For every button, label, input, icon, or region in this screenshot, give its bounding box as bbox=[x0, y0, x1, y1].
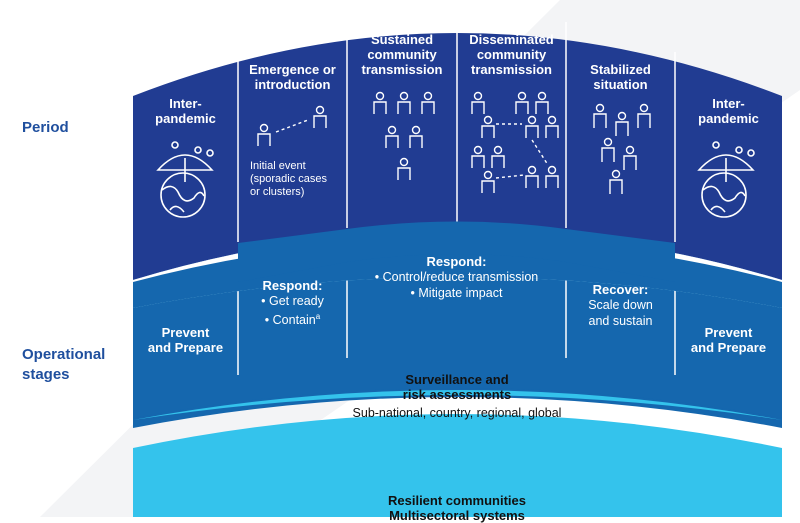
period-stabilized: Stabilized situation bbox=[590, 62, 651, 92]
stage-recover: Recover: Scale down and sustain bbox=[588, 282, 653, 328]
period-dividers bbox=[237, 12, 676, 242]
surveillance-label: Surveillance and risk assessments Sub-na… bbox=[352, 372, 562, 420]
sustained-person-icons bbox=[373, 91, 435, 180]
disseminated-person-icons bbox=[471, 91, 559, 193]
period-disseminated: Disseminated community transmission bbox=[469, 32, 554, 77]
period-inter-pandemic-left: Inter- pandemic bbox=[155, 96, 216, 126]
emergence-note: Initial event (sporadic cases or cluster… bbox=[250, 160, 328, 198]
stage-prevent-right: Prevent and Prepare bbox=[690, 325, 767, 355]
resilient-arc bbox=[133, 414, 782, 517]
operational-stages-side-label: Operational stages bbox=[22, 346, 106, 383]
period-inter-pandemic-right: Inter- pandemic bbox=[698, 96, 759, 126]
globe-umbrella-icon-left bbox=[156, 141, 214, 218]
resilient-label: Resilient communities Multisectoral syst… bbox=[388, 493, 526, 523]
stabilized-person-icons bbox=[593, 103, 651, 194]
operational-band bbox=[133, 277, 782, 420]
period-emergence: Emergence or introduction bbox=[249, 62, 336, 92]
period-sustained: Sustained community transmission bbox=[361, 32, 443, 77]
stage-prevent-left: Prevent and Prepare bbox=[147, 325, 224, 355]
emergence-person-icons bbox=[257, 105, 327, 146]
stage-respond-ready: Respond: • Get ready • Containa bbox=[261, 278, 324, 328]
stage-respond-control: Respond: • Control/reduce transmission •… bbox=[374, 254, 539, 300]
globe-umbrella-icon-right bbox=[697, 141, 755, 218]
period-side-label: Period bbox=[22, 119, 69, 136]
